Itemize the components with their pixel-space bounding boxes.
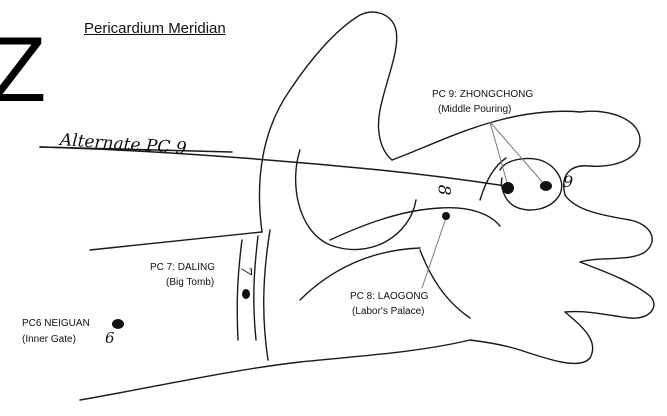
little-finger-outline [470,312,593,363]
wrist-line-3 [264,230,270,360]
pc6-digit: 6 [105,329,115,347]
pc8-digit: 8 [433,185,453,196]
middle-finger-outline [565,195,652,262]
pc9-translation: (Middle Pouring) [438,104,511,116]
pc7-translation: (Big Tomb) [166,277,214,289]
pc9-dot-right [540,181,552,191]
pc7-digit: 7 [237,267,253,276]
pc6-name: PC6 NEIGUAN [22,318,90,330]
pc8-name: PC 8: LAOGONG [350,291,428,303]
pc9-name: PC 9: ZHONGCHONG [432,89,533,101]
index-finger-tip [564,111,640,195]
large-letter: Z [0,24,46,116]
pc9-digit: 9 [563,172,573,191]
pc8-dot [442,212,450,220]
palm-crease-3 [420,250,470,318]
diagram-title: Pericardium Meridian [84,20,226,38]
wrist-line-2 [254,236,258,340]
forearm-top-outline [90,232,262,250]
pc8-translation: (Labor's Palace) [352,306,425,318]
index-finger-outline [392,111,580,160]
pc9-dot-left [502,182,514,194]
palm-crease-1 [330,208,500,240]
wrist-outline [80,340,470,400]
pc8-leader [422,218,446,288]
pc6-translation: (Inner Gate) [22,334,76,346]
wrist-line-1 [237,240,242,340]
pc7-dot [242,289,250,299]
pc6-dot [112,319,124,329]
pc7-name: PC 7: DALING [150,262,215,274]
thenar-pad [296,150,416,250]
pc9-leader-2 [490,122,544,184]
thumb-outline [259,12,396,232]
ring-finger-outline [565,262,654,318]
